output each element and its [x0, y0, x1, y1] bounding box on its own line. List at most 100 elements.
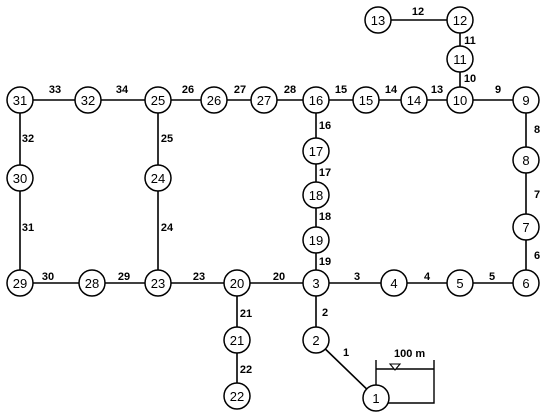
node-circle [302, 137, 330, 165]
pipe-label-20: 20 [273, 271, 285, 283]
node-29: 29 [6, 269, 34, 297]
node-15: 15 [352, 86, 380, 114]
node-11: 11 [446, 45, 474, 73]
pipe-label-18: 18 [319, 211, 331, 223]
node-circle [78, 269, 106, 297]
node-circle [352, 86, 380, 114]
node-label: 32 [81, 93, 95, 108]
node-circle [380, 269, 408, 297]
node-label: 4 [390, 276, 397, 291]
node-circle [6, 86, 34, 114]
node-circle [6, 164, 34, 192]
node-circle [144, 86, 172, 114]
node-circle [200, 86, 228, 114]
node-label: 25 [151, 93, 165, 108]
pipe-label-2: 2 [322, 307, 328, 319]
node-circle [446, 86, 474, 114]
node-circle [446, 6, 474, 34]
node-label: 18 [309, 188, 323, 203]
node-circle [512, 146, 540, 174]
node-label: 29 [13, 276, 27, 291]
node-circle [302, 86, 330, 114]
node-label: 28 [85, 276, 99, 291]
pipe-label-12: 12 [412, 6, 424, 18]
node-18: 18 [302, 181, 330, 209]
node-23: 23 [144, 269, 172, 297]
pipe-label-24: 24 [161, 222, 174, 234]
node-circle [302, 181, 330, 209]
node-circle [144, 164, 172, 192]
node-circle [250, 86, 278, 114]
node-circle [223, 269, 251, 297]
node-circle [302, 269, 330, 297]
node-circle [6, 269, 34, 297]
node-32: 32 [74, 86, 102, 114]
node-label: 8 [522, 153, 529, 168]
node-8: 8 [512, 146, 540, 174]
reservoir-head-label: 100 m [394, 348, 425, 360]
pipe-label-26: 26 [182, 84, 194, 96]
pipe-label-21: 21 [240, 308, 252, 320]
pipe-label-3: 3 [354, 271, 360, 283]
water-level-triangle-icon [388, 363, 402, 371]
node-14: 14 [400, 86, 428, 114]
pipe-label-9: 9 [495, 84, 501, 96]
node-circle [446, 269, 474, 297]
node-28: 28 [78, 269, 106, 297]
pipe-label-13: 13 [431, 84, 443, 96]
node-circle [512, 269, 540, 297]
node-circle [223, 382, 251, 410]
node-label: 26 [207, 93, 221, 108]
node-label: 16 [309, 93, 323, 108]
node-label: 9 [522, 93, 529, 108]
node-13: 13 [364, 6, 392, 34]
pipe-label-30: 30 [42, 271, 54, 283]
node-21: 21 [223, 326, 251, 354]
node-27: 27 [250, 86, 278, 114]
node-circle [362, 384, 390, 412]
node-20: 20 [223, 269, 251, 297]
node-label: 12 [453, 13, 467, 28]
pipe-label-10: 10 [464, 73, 476, 85]
pipe-label-33: 33 [49, 84, 61, 96]
pipe-label-5: 5 [489, 271, 495, 283]
pipe-label-31: 31 [22, 222, 34, 234]
node-label: 11 [453, 52, 467, 67]
node-circle [144, 269, 172, 297]
node-label: 5 [456, 276, 463, 291]
node-26: 26 [200, 86, 228, 114]
node-2: 2 [302, 326, 330, 354]
pipe-label-19: 19 [319, 256, 331, 268]
node-circle [400, 86, 428, 114]
pipe-label-1: 1 [343, 347, 349, 359]
pipe-label-27: 27 [234, 84, 246, 96]
pipe-label-17: 17 [319, 167, 331, 179]
pipe-label-34: 34 [116, 84, 129, 96]
node-label: 6 [522, 276, 529, 291]
node-circle [223, 326, 251, 354]
node-circle [512, 86, 540, 114]
node-1: 1 [362, 384, 390, 412]
pipe-label-4: 4 [424, 271, 431, 283]
node-label: 27 [257, 93, 271, 108]
pipe-label-7: 7 [534, 189, 540, 201]
pipe-1 [315, 339, 377, 399]
pipe-label-6: 6 [534, 250, 540, 262]
pipe-label-32: 32 [22, 133, 34, 145]
pipe-label-28: 28 [284, 84, 296, 96]
node-17: 17 [302, 137, 330, 165]
node-circle [446, 45, 474, 73]
pipe-label-11: 11 [464, 35, 476, 47]
node-label: 14 [407, 93, 421, 108]
node-label: 23 [151, 276, 165, 291]
pipe-label-14: 14 [385, 84, 398, 96]
node-25: 25 [144, 86, 172, 114]
node-9: 9 [512, 86, 540, 114]
node-31: 31 [6, 86, 34, 114]
node-label: 24 [151, 171, 165, 186]
node-label: 17 [309, 144, 323, 159]
node-label: 30 [13, 171, 27, 186]
pipe-label-23: 23 [193, 271, 205, 283]
node-6: 6 [512, 269, 540, 297]
